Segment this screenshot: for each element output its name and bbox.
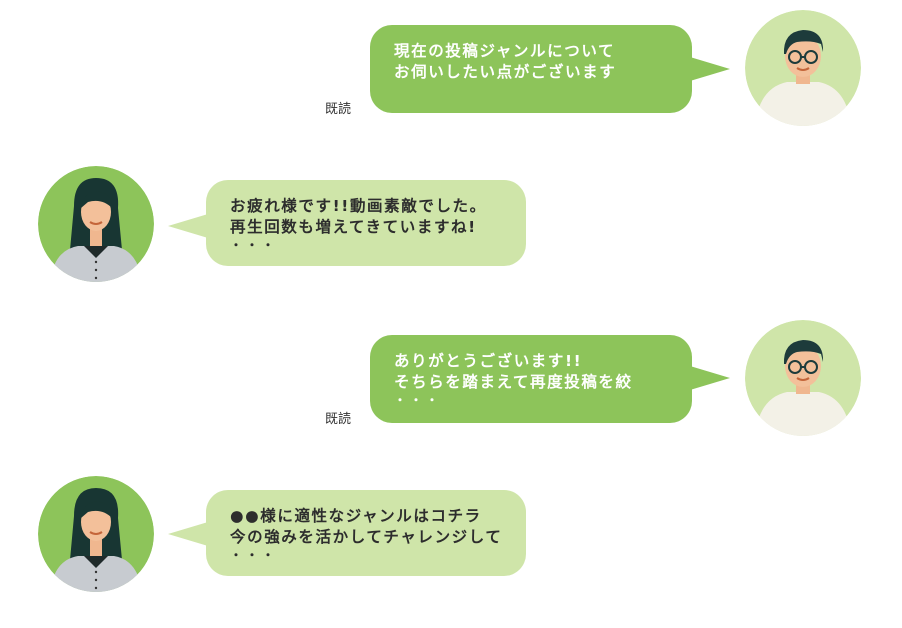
- message-bubble-received: お疲れ様です!!動画素敵でした。 再生回数も増えてきていますね! ・・・: [206, 180, 526, 266]
- message-text-line: 今の強みを活かしてチャレンジして: [230, 528, 503, 546]
- woman-avatar-icon: [38, 166, 154, 282]
- ellipsis-dots: ・・・: [394, 393, 443, 407]
- message-bubble-sent: ありがとうございます!! そちらを踏まえて再度投稿を絞 ・・・: [370, 335, 692, 423]
- message-text-line: ●●様に適性なジャンルはコチラ: [230, 507, 482, 525]
- bubble-tail: [168, 522, 208, 546]
- message-text-line: 再生回数も増えてきていますね!: [230, 218, 477, 236]
- message-bubble-received: ●●様に適性なジャンルはコチラ 今の強みを活かしてチャレンジして ・・・: [206, 490, 526, 576]
- message-text-line: そちらを踏まえて再度投稿を絞: [394, 373, 633, 391]
- message-text-line: お伺いしたい点がございます: [394, 63, 617, 81]
- ellipsis-dots: ・・・: [230, 548, 279, 562]
- woman-avatar-icon: [38, 476, 154, 592]
- man-avatar-icon: [745, 320, 861, 436]
- bubble-tail: [168, 214, 208, 238]
- read-receipt: 既読: [325, 102, 352, 117]
- ellipsis-dots: ・・・: [230, 238, 279, 252]
- message-bubble-sent: 現在の投稿ジャンルについて お伺いしたい点がございます: [370, 25, 692, 113]
- message-text-line: 現在の投稿ジャンルについて: [394, 42, 616, 60]
- man-avatar-icon: [745, 10, 861, 126]
- message-text-line: ありがとうございます!!: [394, 352, 583, 370]
- bubble-tail: [690, 366, 730, 390]
- message-text-line: お疲れ様です!!動画素敵でした。: [230, 197, 487, 215]
- bubble-tail: [690, 57, 730, 81]
- read-receipt: 既読: [325, 412, 352, 427]
